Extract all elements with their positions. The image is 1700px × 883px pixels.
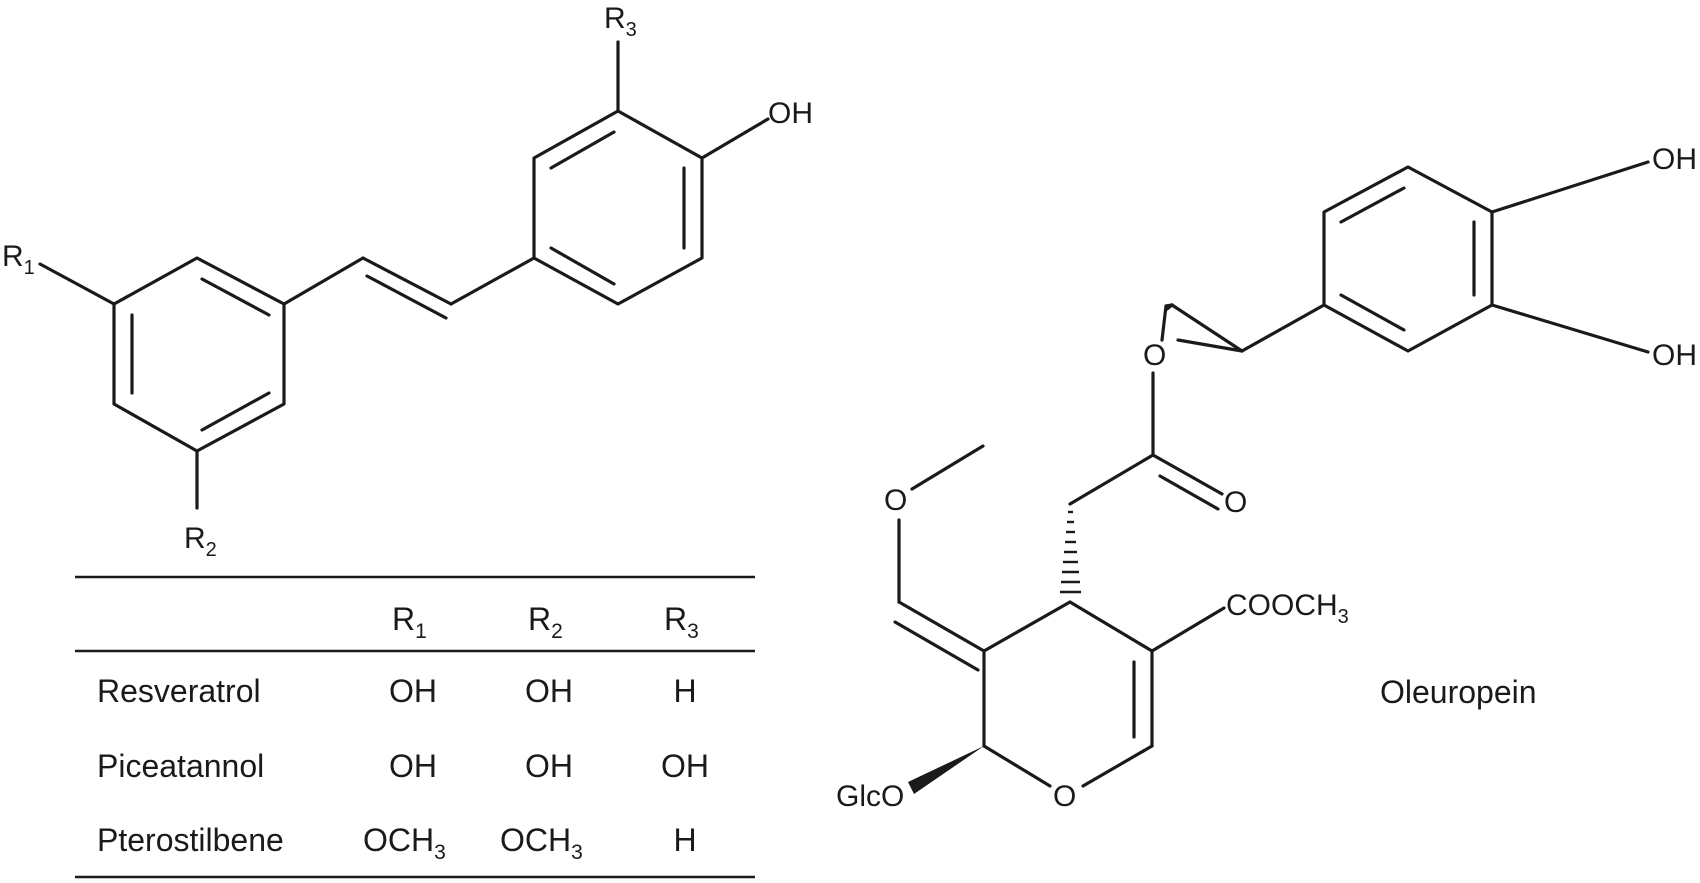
cooch3-bond [1150, 606, 1226, 653]
vinyl-bond [449, 256, 536, 306]
oh-label: OH [768, 97, 813, 130]
r1-bond [38, 262, 116, 306]
table-cell-r1: OH [389, 673, 437, 709]
vinyl-double-bond [361, 256, 453, 306]
oh-top-bond [1490, 160, 1650, 214]
table-cell-r3: OH [661, 748, 709, 784]
substituent-table: R1 R2 R3 Resveratrol OH OH H Piceatannol… [75, 575, 755, 879]
ring-o-label: O [1053, 780, 1076, 813]
linker-bond [1240, 303, 1326, 353]
linker-bond [1170, 303, 1244, 353]
r3-label: R3 [604, 2, 637, 41]
methoxy-bond [910, 444, 985, 491]
oleuropein-structure: OH OH O O [836, 143, 1697, 813]
oh-bottom-bond [1490, 303, 1650, 354]
table-cell-r1: OCH3 [363, 822, 446, 864]
carbonyl-to-ch2 [1068, 453, 1155, 506]
cooch3-label: COOCH3 [1226, 589, 1349, 628]
table-cell-r2: OH [525, 673, 573, 709]
table-cell-r2: OCH3 [500, 822, 583, 864]
oh-top-label: OH [1652, 143, 1697, 176]
methoxy-o-label: O [884, 484, 907, 517]
carbonyl-double-bond [1151, 453, 1224, 496]
solid-wedge-bond [908, 746, 984, 794]
r2-label: R2 [184, 522, 217, 561]
ring-bond [982, 744, 1052, 788]
stilbene-right-ring-inner-bond [549, 246, 616, 286]
stilbene-left-ring-inner-bond [200, 391, 271, 432]
table-header-r2: R2 [528, 601, 563, 643]
ring-bond [1068, 600, 1154, 653]
ring-bond [982, 600, 1072, 653]
table-row-name: Piceatannol [97, 748, 264, 784]
oleuropein-name: Oleuropein [1380, 674, 1537, 710]
ester-o-to-chain [1176, 338, 1244, 353]
ester-o-bond [1160, 304, 1168, 342]
table-header-r1: R1 [392, 601, 427, 643]
oh-bottom-label: OH [1652, 339, 1697, 372]
stilbene-structure: R1 R2 R3 OH [2, 2, 813, 561]
ester-o-label: O [1143, 339, 1166, 372]
table-cell-r1: OH [389, 748, 437, 784]
table-cell-r3: H [673, 822, 696, 858]
table-row-name: Pterostilbene [97, 822, 284, 858]
stilbene-left-ring-inner-bond [200, 277, 271, 317]
catechol-ring-inner-bond [1339, 186, 1406, 224]
stilbene-right-ring-inner-bond [549, 130, 616, 170]
table-row-name: Resveratrol [97, 673, 261, 709]
hashed-wedge-bond [1060, 510, 1081, 594]
exocyclic-double-bond [897, 600, 986, 653]
oh-bond [700, 117, 770, 160]
table-cell-r2: OH [525, 748, 573, 784]
catechol-ring [1322, 165, 1494, 353]
table-cell-r3: H [673, 673, 696, 709]
exocyclic-double-bond-inner [893, 620, 980, 672]
stilbene-right-ring [532, 109, 704, 306]
vinyl-double-bond-inner [365, 274, 448, 320]
catechol-ring-inner-bond [1339, 293, 1406, 332]
carbonyl-double-bond-inner [1158, 474, 1220, 511]
stilbene-left-ring [112, 256, 286, 453]
glco-label: GlcO [836, 780, 904, 813]
table-header-r3: R3 [664, 601, 699, 643]
carbonyl-o-label: O [1224, 486, 1247, 519]
vinyl-bond [282, 256, 365, 306]
r1-label: R1 [2, 240, 35, 279]
ring-bond [1081, 744, 1154, 788]
